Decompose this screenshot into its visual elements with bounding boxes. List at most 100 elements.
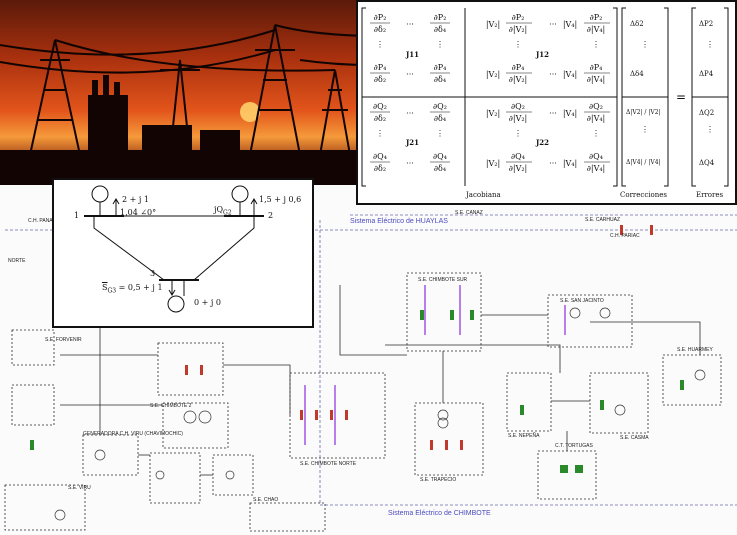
error-entry: ΔP4 bbox=[699, 70, 714, 78]
svg-text:∂Q₂: ∂Q₂ bbox=[589, 102, 603, 111]
svg-text:∂δ₄: ∂δ₄ bbox=[434, 25, 446, 34]
correction-entry: Δδ4 bbox=[630, 70, 644, 78]
svg-text:∂P₄: ∂P₄ bbox=[512, 63, 525, 72]
equals-sign: = bbox=[676, 90, 687, 104]
svg-text:⋮: ⋮ bbox=[592, 40, 600, 49]
svg-text:∂P₂: ∂P₂ bbox=[434, 13, 447, 22]
correction-entry: Δ|V4| / |V4| bbox=[626, 159, 661, 166]
bus2-label: 2 bbox=[268, 211, 274, 220]
svg-text:···: ··· bbox=[549, 70, 557, 79]
caption-corrections: Correcciones bbox=[620, 191, 667, 199]
svg-text:⋮: ⋮ bbox=[514, 40, 522, 49]
jacobian-block-j12: J12 bbox=[536, 50, 550, 59]
svg-text:···: ··· bbox=[406, 70, 414, 79]
svg-text:|V₄|: |V₄| bbox=[563, 159, 577, 168]
error-entry: ΔQ2 bbox=[699, 109, 715, 117]
station-label: S.E. TRAPECIO bbox=[420, 477, 457, 483]
svg-text:|V₄|: |V₄| bbox=[563, 20, 577, 29]
svg-text:⋮: ⋮ bbox=[592, 129, 600, 138]
gen3-power: SG3 = 0,5 + j 1 bbox=[102, 283, 163, 295]
svg-text:⋮: ⋮ bbox=[706, 125, 714, 134]
station-label: C.H. PARIAC bbox=[610, 233, 640, 239]
error-entry: ΔQ4 bbox=[699, 159, 715, 167]
jacobian-matrix-drawing: ∂P₂ ∂δ₂ ··· ∂P₂ ∂δ₄ |V₂| ∂P₂ ∂|V₂| ··· |V₄| ∂… bbox=[361, 7, 729, 187]
svg-text:···: ··· bbox=[549, 109, 557, 118]
svg-text:∂Q₂: ∂Q₂ bbox=[373, 102, 387, 111]
svg-text:∂δ₄: ∂δ₄ bbox=[434, 75, 446, 84]
svg-text:∂P₄: ∂P₄ bbox=[434, 63, 447, 72]
station-label: C.H. PANA bbox=[28, 218, 53, 224]
station-label: S.E. CHIMBOTE SUR bbox=[418, 277, 468, 283]
gen2-reactive-power: jQG2 bbox=[214, 205, 232, 217]
svg-text:···: ··· bbox=[406, 109, 414, 118]
svg-text:∂P₄: ∂P₄ bbox=[590, 63, 603, 72]
svg-text:⋮: ⋮ bbox=[376, 40, 384, 49]
station-label: S.E. CHAO bbox=[253, 497, 279, 503]
bus1-voltage: 1,04 ∠0° bbox=[120, 208, 157, 217]
station-label: S.E. CASMA bbox=[620, 435, 649, 441]
svg-text:∂|V₂|: ∂|V₂| bbox=[509, 25, 528, 34]
svg-text:⋮: ⋮ bbox=[641, 125, 649, 134]
jacobian-block-j21: J21 bbox=[406, 138, 420, 147]
station-label: S.E. VIRU bbox=[68, 485, 91, 491]
svg-text:∂δ₄: ∂δ₄ bbox=[434, 114, 446, 123]
svg-text:|V₂|: |V₂| bbox=[486, 20, 500, 29]
svg-text:∂Q₄: ∂Q₄ bbox=[511, 152, 525, 161]
svg-text:⋮: ⋮ bbox=[514, 129, 522, 138]
bus-diagram-lines bbox=[84, 185, 264, 313]
jacobian-block-j22: J22 bbox=[536, 138, 550, 147]
three-bus-diagram: 1 2 3 2 + j 1 1,04 ∠0° jQG2 1,5 + j 0,6 … bbox=[52, 178, 314, 328]
station-label: S.E. NEPEÑA bbox=[508, 433, 540, 439]
svg-text:∂|V₄|: ∂|V₄| bbox=[587, 114, 606, 123]
svg-text:⋮: ⋮ bbox=[641, 40, 649, 49]
svg-text:∂δ₂: ∂δ₂ bbox=[374, 164, 386, 173]
svg-text:∂|V₄|: ∂|V₄| bbox=[587, 75, 606, 84]
station-label: S.E. CHIMBOTE 2 bbox=[150, 403, 192, 409]
system-huaylas-label: Sistema Eléctrico de HUAYLAS bbox=[350, 218, 448, 225]
jacobian-block-j11: J11 bbox=[406, 50, 420, 59]
svg-text:∂|V₄|: ∂|V₄| bbox=[587, 25, 606, 34]
jacobian-entry: ∂P₂ bbox=[374, 13, 387, 22]
svg-text:∂δ₂: ∂δ₂ bbox=[374, 25, 386, 34]
svg-text:∂δ₂: ∂δ₂ bbox=[374, 114, 386, 123]
svg-text:∂P₂: ∂P₂ bbox=[512, 13, 525, 22]
caption-jacobian: Jacobiana bbox=[466, 191, 501, 199]
station-label: S.E. CHIMBOTE NORTE bbox=[300, 461, 357, 467]
system-chimbote-label: Sistema Eléctrico de CHIMBOTE bbox=[388, 510, 491, 517]
svg-text:∂Q₄: ∂Q₄ bbox=[589, 152, 603, 161]
svg-text:∂|V₂|: ∂|V₂| bbox=[509, 114, 528, 123]
svg-text:∂P₄: ∂P₄ bbox=[374, 63, 387, 72]
svg-text:···: ··· bbox=[406, 159, 414, 168]
bus3-label: 3 bbox=[150, 269, 156, 278]
error-entry: ΔP2 bbox=[699, 20, 714, 28]
load1-value: 2 + j 1 bbox=[122, 195, 149, 204]
svg-text:⋮: ⋮ bbox=[706, 40, 714, 49]
svg-text:∂|V₂|: ∂|V₂| bbox=[509, 75, 528, 84]
svg-text:∂|V₄|: ∂|V₄| bbox=[587, 164, 606, 173]
svg-text:|V₂|: |V₂| bbox=[486, 159, 500, 168]
station-label: S.E. SAN JACINTO bbox=[560, 298, 604, 304]
svg-text:···: ··· bbox=[549, 159, 557, 168]
svg-text:|V₂|: |V₂| bbox=[486, 70, 500, 79]
correction-entry: Δδ2 bbox=[630, 20, 644, 28]
station-label: S.E. CANAZ bbox=[455, 210, 483, 216]
svg-text:∂Q₄: ∂Q₄ bbox=[373, 152, 387, 161]
station-label: C.T. TORTUGAS bbox=[555, 443, 593, 449]
station-label: S.E. CARHUAZ bbox=[585, 217, 621, 223]
svg-text:⋮: ⋮ bbox=[436, 40, 444, 49]
svg-text:|V₄|: |V₄| bbox=[563, 109, 577, 118]
svg-text:∂Q₄: ∂Q₄ bbox=[433, 152, 447, 161]
svg-text:∂Q₂: ∂Q₂ bbox=[511, 102, 525, 111]
station-label: S.E. FORVENIR bbox=[45, 337, 82, 343]
svg-text:∂P₂: ∂P₂ bbox=[590, 13, 603, 22]
jacobian-equation: ∂P₂ ∂δ₂ ··· ∂P₂ ∂δ₄ |V₂| ∂P₂ ∂|V₂| ··· |V₄| ∂… bbox=[356, 0, 737, 205]
svg-text:···: ··· bbox=[549, 20, 557, 29]
svg-text:⋮: ⋮ bbox=[376, 129, 384, 138]
svg-text:⋮: ⋮ bbox=[436, 129, 444, 138]
svg-text:|V₄|: |V₄| bbox=[563, 70, 577, 79]
correction-entry: Δ|V2| / |V2| bbox=[626, 109, 661, 116]
svg-text:∂Q₂: ∂Q₂ bbox=[433, 102, 447, 111]
svg-text:|V₂|: |V₂| bbox=[486, 109, 500, 118]
svg-text:∂δ₂: ∂δ₂ bbox=[374, 75, 386, 84]
svg-text:∂δ₄: ∂δ₄ bbox=[434, 164, 446, 173]
